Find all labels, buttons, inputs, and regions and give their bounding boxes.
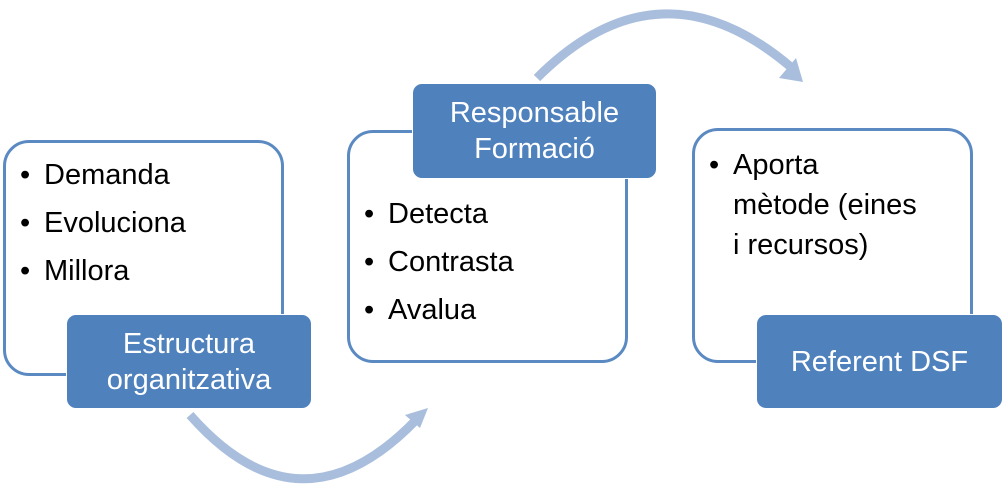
- bullet-item: • Aporta: [707, 145, 917, 185]
- arrow-2-to-3: [533, 9, 803, 82]
- bullet-text: Contrasta: [388, 246, 514, 278]
- label-line: Estructura: [122, 327, 256, 360]
- node-referent-label: Referent DSF: [756, 314, 1003, 409]
- node-responsable-bullets: • Detecta • Contrasta • Avalua: [362, 190, 514, 334]
- bullet-icon: •: [709, 149, 720, 181]
- bullet-icon: •: [20, 255, 31, 287]
- node-estructura-label: Estructura organitzativa: [66, 314, 312, 409]
- bullet-text: Avalua: [388, 294, 477, 326]
- bullet-icon: •: [364, 246, 375, 278]
- arrowhead-icon: [779, 58, 803, 82]
- arrowhead-icon: [405, 408, 428, 428]
- node-estructura-bullets: • Demanda • Evoluciona • Millora: [18, 151, 186, 295]
- bullet-icon: •: [20, 159, 31, 191]
- node-referent-bullets: • Aporta mètode (eines i recursos): [707, 145, 917, 265]
- bullet-item: • Demanda: [18, 151, 186, 199]
- bullet-text: Evoluciona: [44, 207, 186, 239]
- bullet-item: • Contrasta: [362, 238, 514, 286]
- bullet-text: i recursos): [733, 229, 869, 261]
- arrow-1-to-2: [186, 408, 428, 484]
- label-line: organitzativa: [106, 363, 272, 396]
- node-responsable-label: Responsable Formació: [412, 83, 657, 179]
- bullet-item: • Detecta: [362, 190, 514, 238]
- bullet-item: • Avalua: [362, 286, 514, 334]
- bullet-continuation: i recursos): [707, 225, 917, 265]
- bullet-text: mètode (eines: [733, 189, 917, 221]
- bullet-icon: •: [20, 207, 31, 239]
- bullet-icon: •: [364, 198, 375, 230]
- bullet-item: • Millora: [18, 247, 186, 295]
- bullet-text: Aporta: [733, 149, 819, 181]
- curved-arrow-icon: [186, 412, 420, 484]
- curved-arrow-icon: [533, 9, 795, 82]
- bullet-continuation: mètode (eines: [707, 185, 917, 225]
- bullet-item: • Evoluciona: [18, 199, 186, 247]
- bullet-text: Detecta: [388, 198, 488, 230]
- bullet-text: Millora: [44, 255, 130, 287]
- bullet-text: Demanda: [44, 159, 170, 191]
- label-line: Referent DSF: [790, 345, 969, 378]
- node-estructura-outline: • Demanda • Evoluciona • Millora: [3, 140, 284, 376]
- label-line: Responsable: [449, 97, 620, 129]
- bullet-icon: •: [364, 294, 375, 326]
- label-line: Formació: [474, 133, 595, 165]
